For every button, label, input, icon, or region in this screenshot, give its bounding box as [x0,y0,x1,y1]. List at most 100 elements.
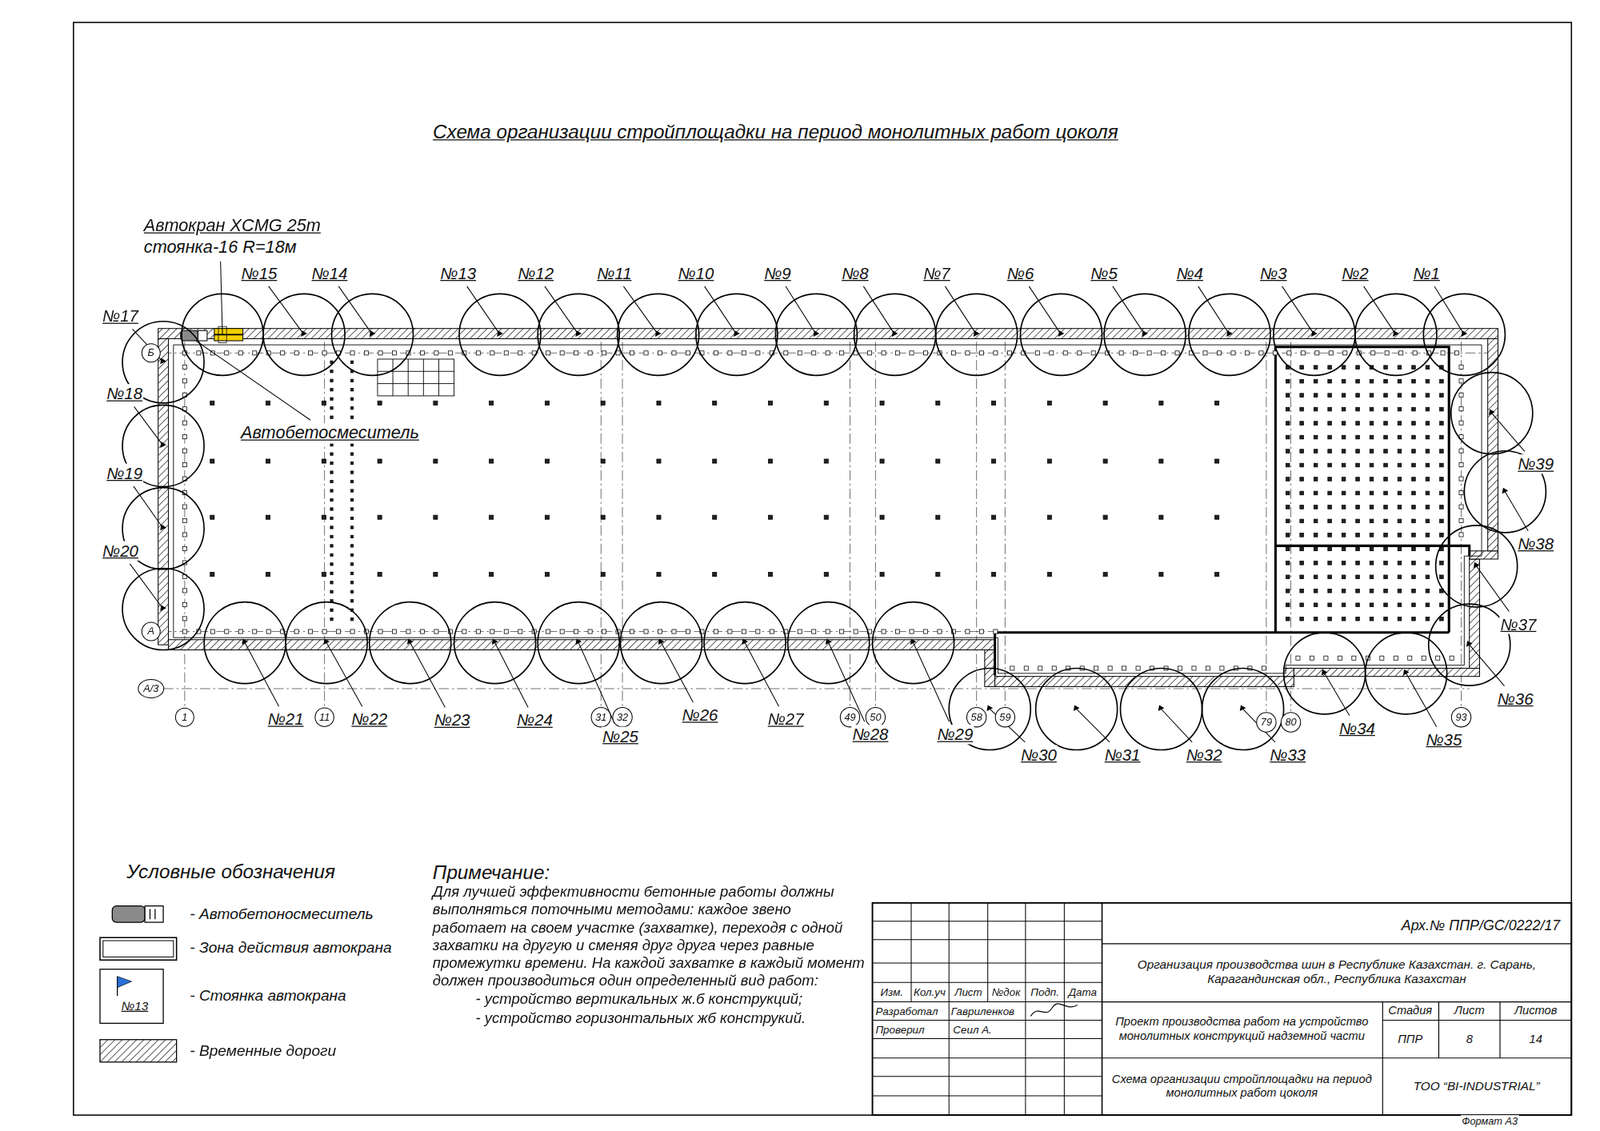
column-mark [644,351,648,356]
column-mark [560,629,564,634]
column-mark [1159,572,1164,577]
column-mark [182,463,187,468]
column-mark [350,397,353,400]
column-mark [490,629,495,634]
column-mark [1047,515,1052,520]
column-mark [1356,588,1360,593]
column-mark [1052,666,1056,671]
crane-station-number: №32 [1184,745,1223,765]
column-mark [308,351,313,356]
column-mark [1397,435,1402,440]
column-mark [1119,351,1124,356]
column-mark [1384,575,1388,580]
column-mark [868,351,872,356]
column-mark [1328,365,1332,370]
column-mark [182,420,187,425]
crane-zones [122,293,1546,750]
column-mark [1356,547,1360,552]
column-mark [1161,351,1166,356]
crane-station-number: №12 [516,264,555,284]
column-mark [1371,351,1376,356]
column-mark [1384,463,1388,468]
title-block-cell: Стадия [1387,1004,1433,1019]
column-mark [350,452,353,456]
crane-station-number: №13 [439,264,477,284]
title-block-cell: Лист [953,985,984,999]
column-mark [1384,491,1388,496]
column-mark [1356,477,1360,482]
column-mark [182,435,187,440]
column-mark [448,351,452,356]
column-mark [1440,449,1444,454]
column-mark [330,489,333,492]
column-mark [330,608,333,612]
column-mark [1440,603,1444,608]
column-mark [825,351,830,356]
column-mark [1425,505,1430,510]
crane-station-number: №5 [1089,264,1119,284]
column-mark [1328,519,1332,524]
column-mark [741,351,746,356]
column-mark [1300,603,1304,608]
column-mark [546,629,551,634]
column-mark [182,364,187,369]
column-mark [1341,505,1346,510]
column-mark [210,629,215,634]
column-mark [350,471,353,474]
column-mark [1328,393,1332,398]
axis-lines [143,341,1492,712]
column-mark [909,351,914,356]
column-mark [656,400,661,405]
column-mark [1220,666,1224,671]
column-mark [182,448,187,453]
column-mark [1077,351,1082,356]
axis-bubbles [138,344,1472,732]
column-mark [350,544,353,548]
column-mark [1440,505,1444,510]
column-mark [434,629,439,634]
column-mark [880,515,884,520]
crane-station-flag [741,638,748,645]
column-mark [210,515,215,520]
crane-station-number: №26 [680,705,719,725]
column-mark [1440,351,1445,356]
column-mark [504,351,508,356]
title-block-cell: 8 [1464,1032,1474,1048]
column-mark [965,629,970,634]
column-mark [1459,448,1464,453]
column-mark [1328,463,1332,468]
axis-mark: 79 [1260,716,1274,728]
column-mark [1300,421,1304,426]
column-mark [560,351,564,356]
crane-station-number: №28 [851,724,889,744]
column-mark [712,400,717,405]
crane-station-number: №23 [432,710,471,730]
column-mark [1356,603,1360,608]
column-mark [1313,365,1318,370]
crane-station-number: №8 [840,264,870,284]
column-mark [330,370,333,373]
column-mark [433,515,438,520]
column-mark [1356,616,1360,621]
crane-station-number: №19 [105,464,144,484]
column-mark [784,351,788,356]
column-mark [182,518,187,523]
column-mark [1341,477,1346,482]
column-mark [489,515,494,520]
column-mark [656,515,661,520]
formwork-structure [377,359,455,396]
column-mark [756,351,760,356]
column-mark [1440,561,1444,566]
column-mark [923,351,928,356]
column-mark [1300,505,1304,510]
column-mark [1449,656,1454,660]
column-mark [1459,463,1464,468]
column-mark [768,459,772,464]
column-mark [1369,449,1374,454]
column-mark [1313,547,1318,552]
column-mark [602,351,607,356]
crane-station-number: №30 [1020,745,1058,765]
column-mark [1024,666,1028,671]
column-mark [1159,400,1164,405]
leader-line [410,643,446,708]
